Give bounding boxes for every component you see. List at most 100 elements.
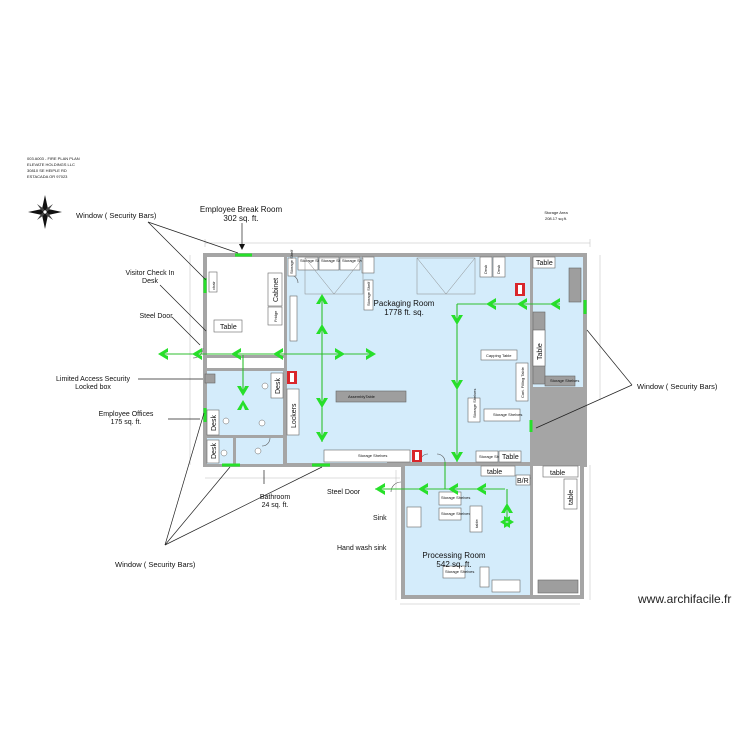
window-callout-right: Window ( Security Bars) [637,382,718,391]
leader-lines [138,221,633,546]
desk-label-pk-1: Desk [483,265,488,274]
steel-door-callout: Steel Door [139,313,173,320]
assembly-table [335,390,407,403]
exit-route-chevron-icon [231,348,241,360]
desk-office-1 [270,372,284,399]
right-table-side [563,478,578,510]
storage-area-size: 208.17 sq.ft. [545,216,567,221]
locked-box [204,373,216,384]
exit-route-chevron-icon [237,400,249,410]
shelf-label-e: Storage Shelf [366,281,371,306]
compass-rose-icon [28,195,62,229]
exit-route-chevron-icon [273,348,283,360]
cabinet-label: Cabinet [273,278,280,302]
watermark: www.archifacile.fr [637,592,731,606]
cart-filling-table [515,362,529,402]
shelf-label-h: Storage Shelves [358,453,387,458]
storage-table [532,256,556,269]
right-table-top-label: table [550,470,565,477]
lockers-label: Lockers [291,403,298,428]
cart-filling-label: Cart. Filling Table [520,366,525,398]
bathroom-area [207,438,283,464]
fridge-label: Fridge [273,310,278,322]
shelf-label-j: Storage Shelves [550,378,579,383]
office-furniture: Desk Desk Desk Lockers [204,372,300,464]
limited-access-line1: Limited Access Security [56,376,130,383]
exit-route-chevron-icon [451,315,463,325]
exit-route-chevron-icon [316,432,328,442]
break-table [213,319,243,333]
title-line-4: ESTACADA OR 97023 [27,174,68,179]
break-room-area-text: 302 sq. ft. [223,214,258,223]
storage-table-2 [532,329,546,367]
window-callout-top: Window ( Security Bars) [76,211,157,220]
callout-labels: Window ( Security Bars) Visitor Check In… [56,211,718,569]
break-room-furniture: chair Table Cabinet Fridge [208,271,283,333]
exit-route-chevron-icon [316,398,328,408]
visitor-checkin-line1: Visitor Check In [126,270,175,277]
exit-chevrons [158,294,560,528]
packaging-table [498,450,522,463]
shelf-label-f: Storage Shelves [472,389,477,418]
shelf-label-k: Storage Shelves [441,495,470,500]
exit-route-chevron-icon [550,298,560,310]
offices-size: 175 sq. ft. [111,419,142,426]
chair-label: chair [211,281,216,290]
right-table-side-label: table [568,490,575,505]
packaging-furniture: Storage Shelf Storage Shelf Storage Shel… [287,249,529,463]
storage-table-label: Table [536,260,553,267]
lockers [286,388,300,436]
offices-name: Employee Offices [99,411,154,418]
desk-office-3 [206,439,220,464]
shelf-label-i: Storage Shelves [479,454,508,459]
capping-table [480,349,518,361]
shelf-label-g: Storage Shelves [493,412,522,417]
processing-room-name: Processing Room [422,551,485,560]
desk-office-3-label: Desk [211,443,218,459]
title-line-1: 003 A003 - FIRE PLAN PLAN [27,156,80,161]
title-line-3: 30810 SE HEIPLE RD [27,168,67,173]
fridge [267,306,283,326]
exit-route-chevron-icon [517,298,527,310]
desk-office-2-label: Desk [211,415,218,431]
exit-route-chevron-icon [316,294,328,304]
cabinet [267,272,283,307]
exit-route-chevron-icon [192,348,202,360]
proc-table-mid-label: table [474,519,479,528]
storage-table-2-label: Table [537,343,544,360]
window-callout-bottom: Window ( Security Bars) [115,560,196,569]
visitor-checkin-line2: Desk [142,278,158,285]
processing-room-area [405,466,530,595]
exit-route-chevron-icon [366,348,376,360]
windows [203,253,587,467]
processing-steel-door-arc [390,481,402,493]
extinguishers [287,283,525,462]
exit-route-chevron-icon [448,483,458,495]
exit-route-chevron-icon [335,348,345,360]
packaging-room-area-lower [287,357,387,463]
exit-route-chevron-icon [486,298,496,310]
shelf-label-b: Storage Shelf [300,258,325,263]
capping-table-label: Capping Table [486,353,512,358]
proc-table-mid [469,505,483,533]
proc-table-top-label: table [487,469,502,476]
desk-office-2 [206,409,220,436]
desk-label-pk-2: Desk [496,265,501,274]
shelf-label-l: Storage Shelves [441,511,470,516]
exit-route-chevron-icon [418,483,428,495]
title-block: 003 A003 - FIRE PLAN PLAN ELEVATE HOLDIN… [27,156,80,179]
exit-route-chevron-icon [451,380,463,390]
bathroom-name: Bathroom [260,494,291,501]
doors [192,274,532,493]
title-line-2: ELEVATE HOLDINGS LLC [27,162,75,167]
desk-office-1-label: Desk [275,378,282,394]
right-table-top [542,465,579,478]
exit-route-chevron-icon [237,386,249,396]
steel-door-arc [192,347,204,359]
interior-partitions [207,257,583,595]
hand-wash-callout: Hand wash sink [337,545,387,552]
room-labels: Employee Break Room 302 sq. ft. Storage … [99,205,569,569]
shelf-label-d: Storage Shelf [342,258,367,263]
packaging-room-size: 1778 ft. sq. [384,308,424,317]
